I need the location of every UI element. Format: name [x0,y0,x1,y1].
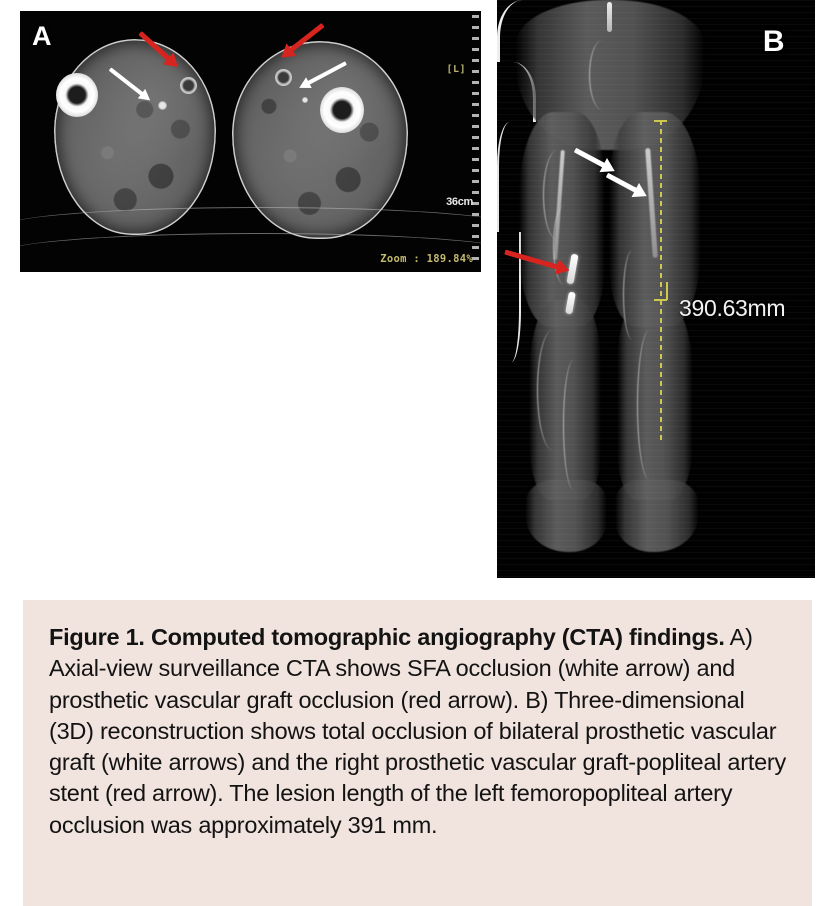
prosthetic-graft-left [180,77,197,94]
superficial-femoral-artery-right [497,232,521,362]
collateral-vessel [553,205,576,285]
figure-caption-box: Figure 1. Computed tomographic angiograp… [23,600,812,906]
ct-soft-tissue-texture [54,39,216,235]
collateral-vessel [563,360,584,490]
field-of-view-label: 36cm [446,196,473,208]
figure-caption-text: Figure 1. Computed tomographic angiograp… [49,622,786,841]
scanner-couch-line [20,233,481,272]
femur-bone-left [56,73,98,117]
collateral-vessel [623,250,642,340]
collateral-vessel [589,40,616,110]
measurement-caliper-line [660,120,662,440]
sfa-vessel-left [158,101,167,110]
iliac-artery-left [497,0,540,62]
ct-scale-ruler [472,15,479,267]
femur-bone-right [320,87,364,133]
figure-caption-title: Figure 1. Computed tomographic angiograp… [49,624,725,650]
scanner-couch-line [20,207,481,248]
collateral-vessel [543,150,572,240]
figure-caption-body: A) Axial-view surveillance CTA shows SFA… [49,624,786,838]
foot-volume-left [525,480,607,552]
superficial-femoral-artery-left [497,122,529,232]
orientation-marker-label: [L] [446,64,466,75]
panel-a-axial-cta: A [L] 36cm Zoom : 189.84% [20,11,481,272]
distal-aorta-vessel [607,2,612,32]
lesion-length-measurement-label: 390.63mm [679,295,786,321]
measurement-caliper-cap-bottom [654,299,667,301]
zoom-level-label: Zoom : 189.84% [380,253,473,265]
ct-thigh-left [54,39,216,235]
collateral-vessel [637,330,662,480]
foot-volume-right [615,480,699,552]
sfa-vessel-right [302,97,308,103]
prosthetic-graft-right [275,69,292,86]
measurement-caliper-tick [666,282,668,300]
panel-a-label: A [32,21,52,51]
collateral-vessel [537,330,568,450]
panel-b-label: B [762,25,785,58]
measurement-caliper-cap-top [654,120,667,122]
panel-b-3d-reconstruction: 390.63mm B [497,0,815,578]
